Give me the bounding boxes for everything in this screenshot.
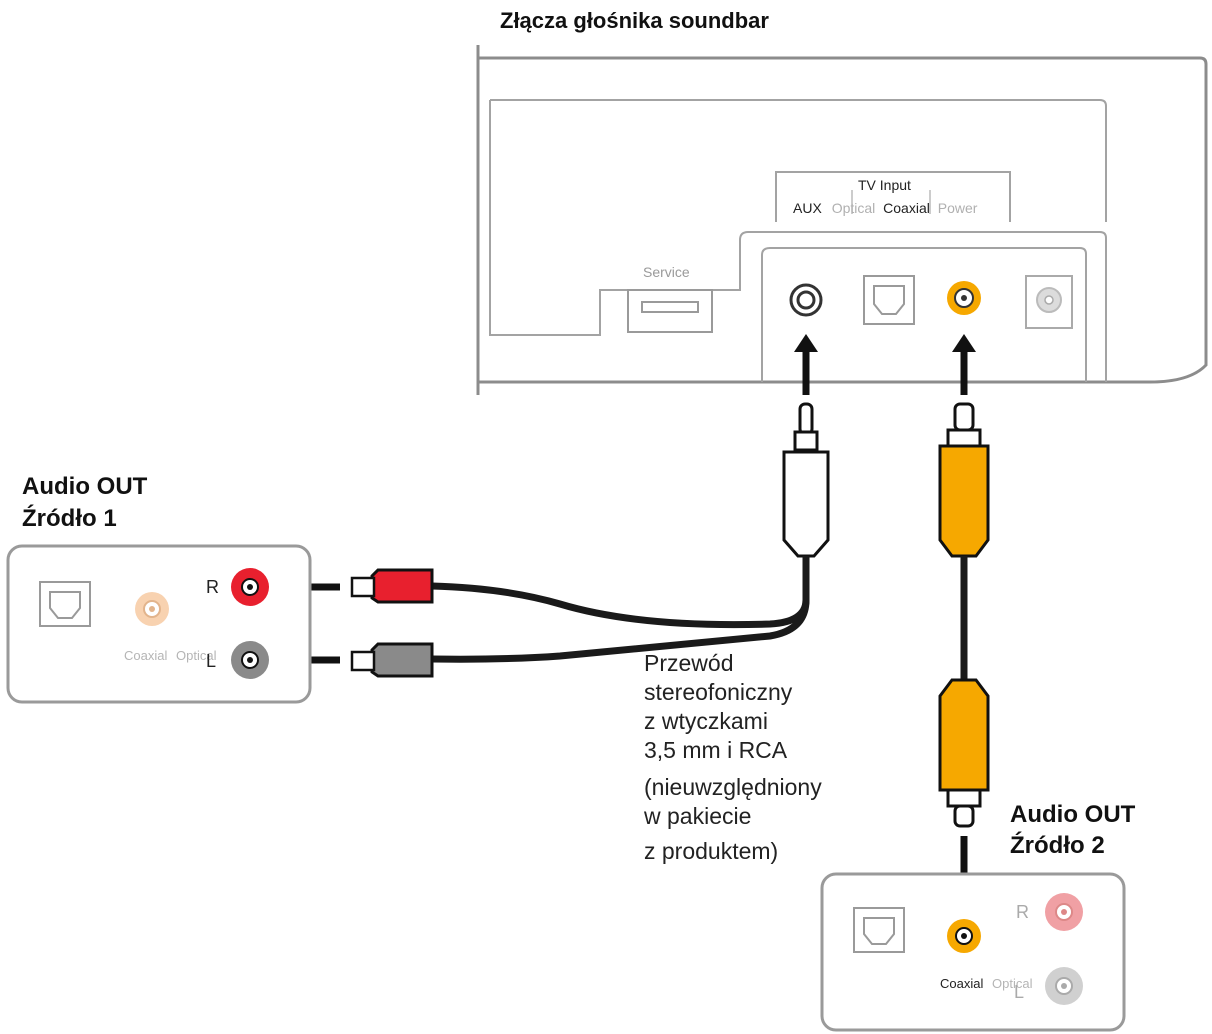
cable-note-line: z produktem) bbox=[644, 838, 778, 864]
source1-heading-line1: Audio OUT bbox=[22, 473, 148, 500]
source1-coaxial-label: Coaxial bbox=[124, 648, 167, 663]
cable-note-line: Przewód bbox=[644, 650, 733, 676]
source1-optical-label: Optical bbox=[176, 648, 217, 663]
source2-l-jack-icon bbox=[1045, 967, 1083, 1005]
cable-note-line: 3,5 mm i RCA bbox=[644, 737, 788, 763]
tv-input-bracket bbox=[775, 171, 1011, 222]
source2-label-l: L bbox=[1014, 982, 1024, 1002]
source2-heading-line1: Audio OUT bbox=[1010, 801, 1136, 828]
aux-jack-icon bbox=[789, 283, 823, 317]
cable-note-line: (nieuwzględniony bbox=[644, 774, 822, 800]
coaxial-cable bbox=[938, 402, 990, 828]
power-label: Power bbox=[938, 200, 978, 216]
cable-note: Przewód stereofoniczny z wtyczkami 3,5 m… bbox=[643, 650, 822, 864]
source2-coaxial-label: Coaxial bbox=[940, 976, 983, 991]
service-label: Service bbox=[643, 264, 690, 280]
service-port-icon bbox=[627, 289, 713, 333]
coaxial-label: Coaxial bbox=[883, 200, 930, 216]
optical-port-icon bbox=[863, 275, 915, 325]
source1-coaxial-port-icon bbox=[135, 592, 169, 626]
source2-label-r: R bbox=[1016, 902, 1029, 922]
source2-r-jack-icon bbox=[1045, 893, 1083, 931]
cable-note-line: z wtyczkami bbox=[644, 708, 768, 734]
soundbar-title: Złącza głośnika soundbar bbox=[500, 8, 769, 33]
source2-heading-line2: Źródło 2 bbox=[1010, 831, 1105, 859]
cable-note-line: stereofoniczny bbox=[644, 679, 793, 705]
source1-label-r: R bbox=[206, 577, 219, 597]
arrow-to-aux bbox=[794, 334, 818, 395]
source1-optical-port-icon bbox=[39, 581, 91, 627]
power-port-icon bbox=[1025, 275, 1073, 329]
source1-r-jack-icon bbox=[231, 568, 269, 606]
tv-input-label: TV Input bbox=[858, 177, 911, 193]
coaxial-port-icon bbox=[947, 281, 981, 315]
source2-coaxial-port-icon bbox=[947, 919, 981, 953]
stereo-cable bbox=[350, 402, 830, 678]
aux-label: AUX bbox=[793, 200, 822, 216]
arrow-to-coaxial bbox=[952, 334, 976, 395]
source2-optical-port-icon bbox=[853, 907, 905, 953]
source1-l-jack-icon bbox=[231, 641, 269, 679]
source2-optical-label: Optical bbox=[992, 976, 1033, 991]
soundbar-panel bbox=[476, 45, 1208, 395]
port-labels-row: AUX Optical Coaxial Power bbox=[793, 200, 978, 216]
source1-label-l: L bbox=[206, 651, 216, 671]
optical-label: Optical bbox=[832, 200, 876, 216]
source1-heading-line2: Źródło 1 bbox=[22, 504, 117, 532]
cable-note-line: w pakiecie bbox=[643, 803, 751, 829]
